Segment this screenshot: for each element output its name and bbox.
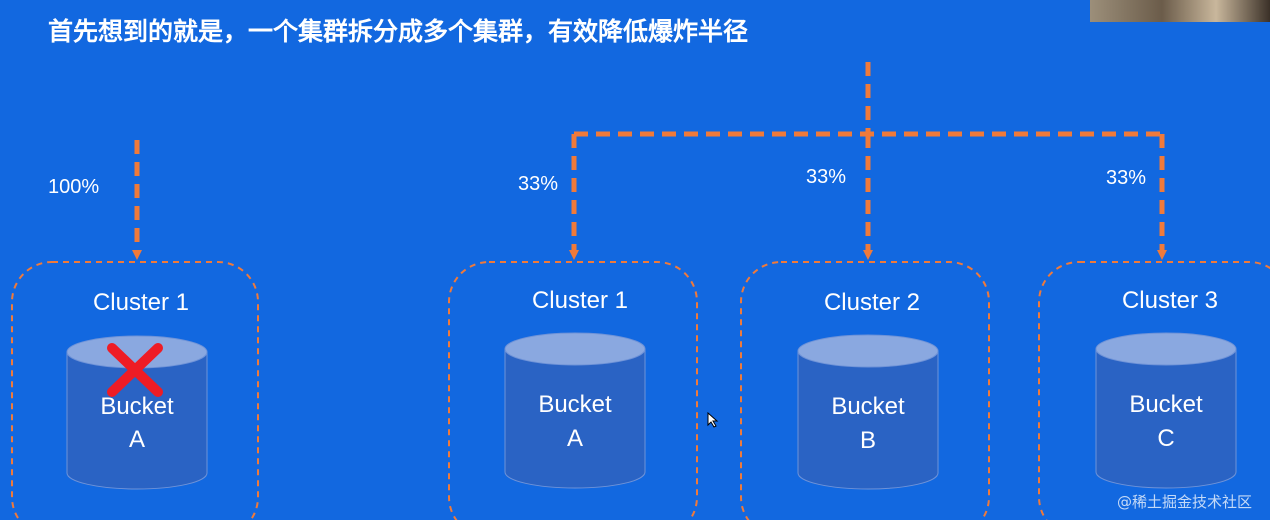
cluster-title: Cluster 3 bbox=[1122, 287, 1218, 314]
bucket-label: Bucket bbox=[538, 391, 612, 418]
cluster-title: Cluster 2 bbox=[824, 289, 920, 316]
mouse-cursor-icon bbox=[707, 412, 719, 428]
bucket-label: Bucket bbox=[831, 393, 905, 420]
failure-x-icon bbox=[107, 343, 163, 397]
split-traffic-arrows bbox=[569, 62, 1167, 260]
cluster-box bbox=[740, 261, 990, 520]
webcam-overlay bbox=[1090, 0, 1270, 22]
cluster-title: Cluster 1 bbox=[532, 287, 628, 314]
bucket-id: C bbox=[1157, 425, 1174, 452]
page-title: 首先想到的就是，一个集群拆分成多个集群，有效降低爆炸半径 bbox=[48, 17, 749, 46]
bucket-cylinder bbox=[504, 332, 646, 489]
traffic-percent: 33% bbox=[806, 166, 846, 188]
left-traffic-percent: 100% bbox=[48, 176, 99, 198]
bucket-label: Bucket bbox=[1129, 391, 1203, 418]
cluster-box bbox=[11, 261, 259, 520]
bucket-cylinder bbox=[797, 334, 939, 490]
cluster-box bbox=[448, 261, 698, 520]
cluster-title: Cluster 1 bbox=[93, 289, 189, 316]
bucket-id: B bbox=[860, 427, 876, 454]
traffic-percent: 33% bbox=[1106, 167, 1146, 189]
traffic-percent: 33% bbox=[518, 173, 558, 195]
bucket-cylinder bbox=[1095, 332, 1237, 489]
bucket-label: Bucket bbox=[100, 393, 174, 420]
watermark: @稀土掘金技术社区 bbox=[1116, 493, 1252, 511]
bucket-id: A bbox=[567, 425, 583, 452]
bucket-id: A bbox=[129, 426, 145, 453]
